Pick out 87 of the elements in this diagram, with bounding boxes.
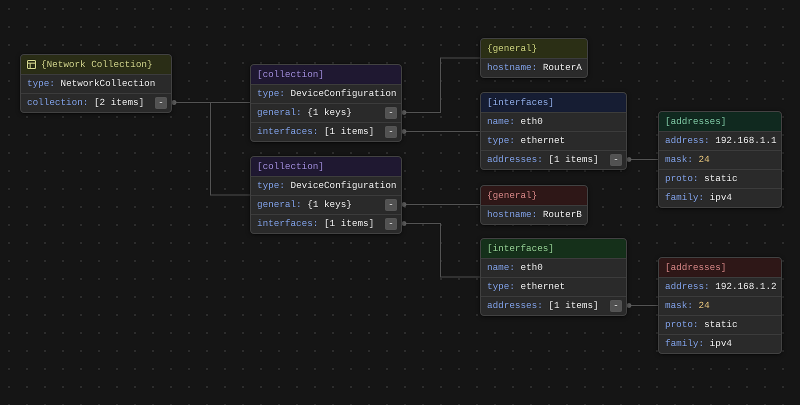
node-card	[250, 156, 402, 234]
collapse-button: -	[385, 107, 397, 119]
property-key: family:	[665, 192, 704, 204]
property-key: collection:	[27, 97, 88, 109]
property-key: addresses:	[487, 300, 543, 312]
property-key: hostname:	[487, 62, 538, 74]
node-card	[250, 64, 402, 142]
property-key: address:	[665, 281, 710, 293]
connector-line	[626, 303, 658, 308]
property-key: type:	[487, 135, 515, 147]
card-title: {general}	[487, 190, 538, 202]
property-value: 192.168.1.2	[715, 281, 777, 293]
property-value: {1 keys}	[307, 107, 352, 119]
property-key: address:	[665, 135, 710, 147]
property-value: [1 items]	[324, 126, 374, 138]
card-title: {general}	[487, 42, 538, 54]
property-row	[21, 93, 171, 112]
property-value: 192.168.1.1	[715, 135, 777, 147]
property-row	[251, 195, 401, 214]
collapse-button: -	[155, 97, 167, 109]
property-key: proto:	[665, 319, 698, 331]
property-value: static	[704, 319, 738, 331]
property-key: name:	[487, 116, 515, 128]
property-key: type:	[257, 180, 285, 192]
card-title: [interfaces]	[487, 96, 554, 108]
card-title: [interfaces]	[487, 242, 554, 254]
collapse-button: -	[610, 300, 622, 312]
connector-line	[400, 129, 480, 134]
property-key: general:	[257, 107, 302, 119]
property-key: interfaces:	[257, 218, 318, 230]
property-value: eth0	[520, 262, 543, 274]
collapse-button: -	[385, 199, 397, 211]
card-title: [addresses]	[665, 116, 726, 128]
property-value: [2 items]	[94, 97, 144, 109]
property-value: static	[704, 173, 738, 185]
property-value: ethernet	[520, 135, 566, 147]
property-key: interfaces:	[257, 126, 318, 138]
property-key: family:	[665, 338, 704, 350]
property-key: general:	[257, 199, 302, 211]
property-row	[481, 296, 626, 315]
property-row	[251, 103, 401, 122]
card-title: [collection]	[257, 68, 324, 80]
property-value: DeviceConfiguration	[290, 180, 397, 192]
property-row	[251, 214, 401, 233]
node-card	[480, 92, 627, 170]
property-value: DeviceConfiguration	[290, 88, 397, 100]
connector-line	[170, 100, 250, 196]
property-key: mask:	[665, 300, 693, 312]
connector-line	[400, 58, 480, 115]
collapse-button: -	[385, 218, 397, 230]
collapse-button: -	[385, 126, 397, 138]
property-value: [1 items]	[548, 154, 599, 166]
property-value: [1 items]	[548, 300, 599, 312]
property-value: RouterB	[542, 209, 582, 221]
node-card	[480, 238, 627, 316]
connector-line	[400, 221, 480, 278]
card-title: [collection]	[257, 160, 324, 172]
property-key: type:	[27, 78, 55, 90]
collapse-button: -	[610, 154, 622, 166]
property-key: name:	[487, 262, 515, 274]
node-card	[20, 54, 172, 113]
connector-line	[400, 202, 480, 207]
property-key: proto:	[665, 173, 698, 185]
property-value: ethernet	[520, 281, 566, 293]
property-value: ipv4	[710, 192, 732, 204]
node-card	[658, 111, 782, 208]
property-value: 24	[698, 300, 710, 312]
property-value: eth0	[520, 116, 543, 128]
card-title: {Network Collection}	[41, 58, 153, 70]
property-key: hostname:	[487, 209, 538, 221]
property-key: addresses:	[487, 154, 543, 166]
property-value: 24	[698, 154, 710, 166]
property-row	[481, 150, 626, 169]
property-value: RouterA	[542, 62, 582, 74]
card-title: [addresses]	[665, 262, 726, 274]
connector-line	[626, 157, 658, 162]
property-value: [1 items]	[324, 218, 374, 230]
node-card	[658, 257, 782, 354]
property-value: NetworkCollection	[60, 78, 156, 90]
property-row	[251, 122, 401, 141]
node-card	[480, 185, 588, 225]
property-value: {1 keys}	[307, 199, 352, 211]
property-value: ipv4	[710, 338, 732, 350]
property-key: type:	[487, 281, 515, 293]
property-key: mask:	[665, 154, 693, 166]
property-key: type:	[257, 88, 285, 100]
node-card	[480, 38, 588, 78]
